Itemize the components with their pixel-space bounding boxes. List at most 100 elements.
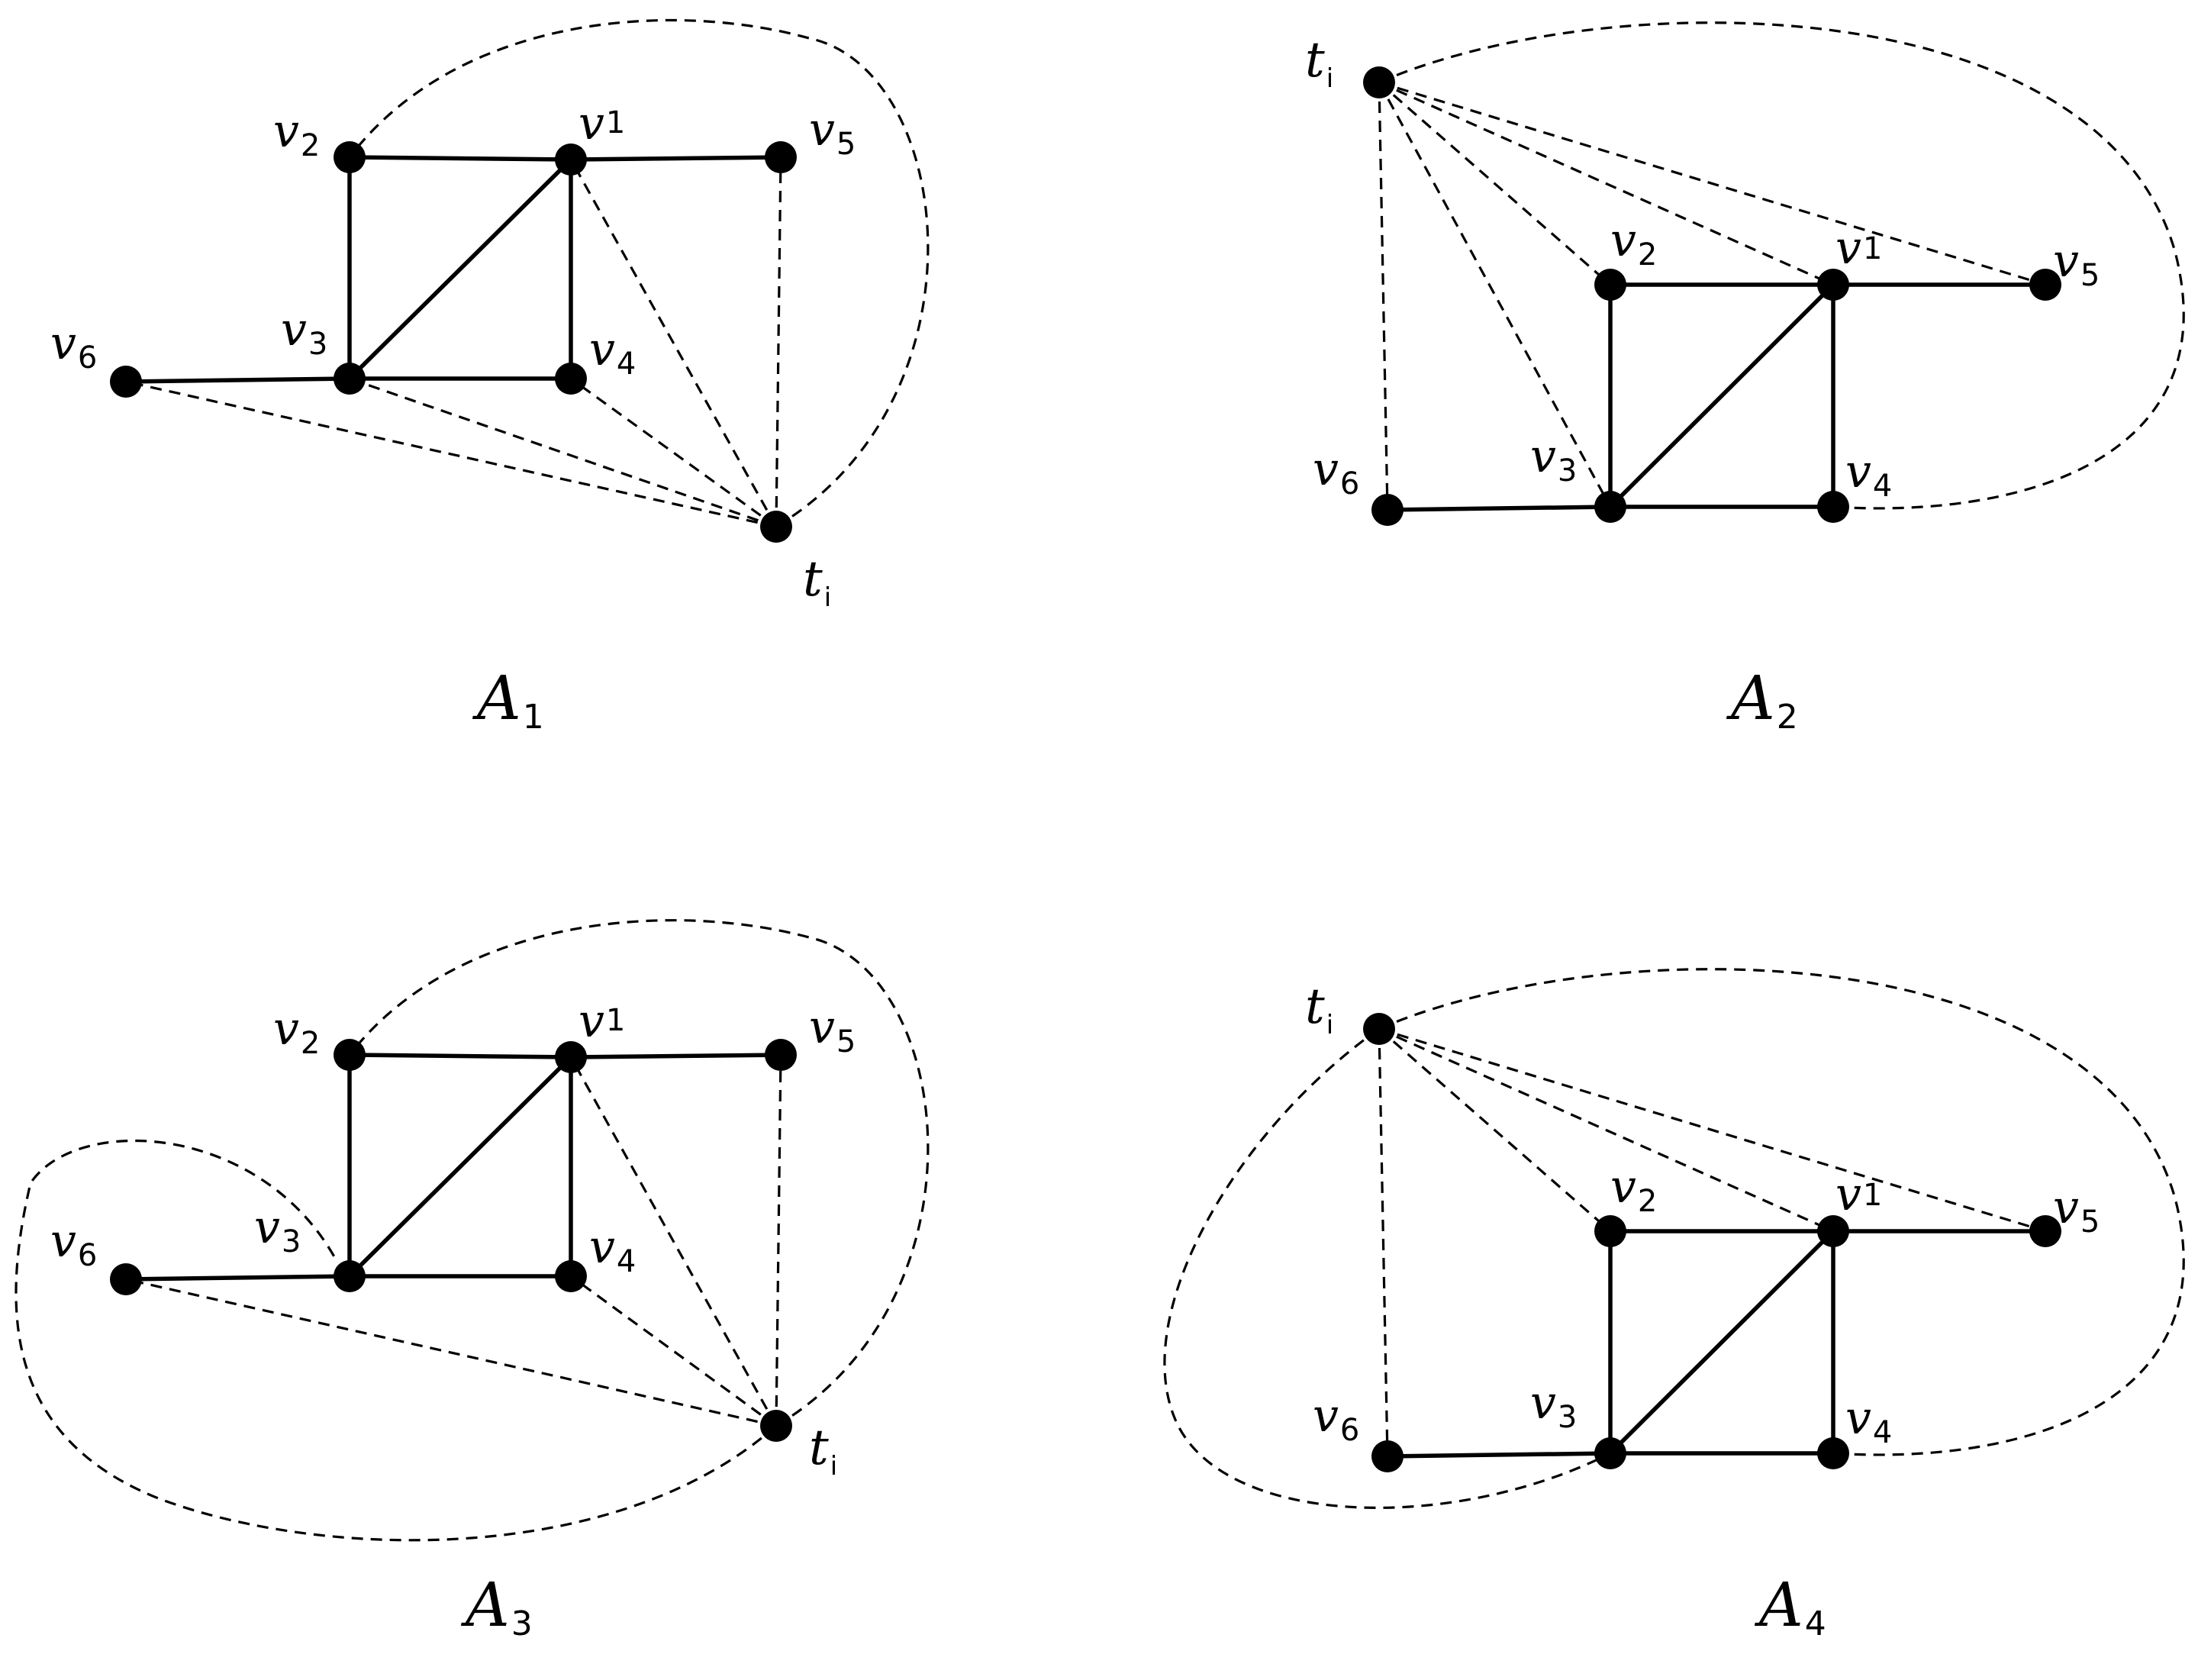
label-t: ti (803, 551, 831, 613)
panel-a1-solid-edges (124, 155, 783, 384)
label-v5: v5 (2053, 1181, 2100, 1240)
panel-a2-nodes (1363, 66, 2061, 526)
edge-t-v1 (1378, 1027, 1834, 1233)
node-v2 (1594, 1215, 1626, 1247)
node-v3 (1594, 1437, 1626, 1469)
edge-v3-v1 (347, 1055, 573, 1279)
panel-a4-nodes (1363, 1013, 2061, 1472)
edge-v6-v3 (1385, 505, 1613, 512)
node-t (1363, 66, 1395, 98)
caption-a3: A3 (460, 1569, 533, 1643)
label-v6: v6 (1313, 1389, 1359, 1448)
edge-t-v4-curve (1378, 968, 2185, 1456)
node-v3 (1594, 491, 1626, 523)
edge-v3-v1 (1608, 282, 1835, 509)
edge-v6-v3 (1385, 1451, 1613, 1459)
panel-a2-solid-edges (1385, 282, 2048, 512)
panel-a2-labels: v1 v2 v3 v4 v5 v6 ti (1305, 32, 2100, 504)
edge-t-v1 (569, 1056, 778, 1427)
label-v3: v3 (281, 303, 327, 362)
edge-v3-v1 (1608, 1229, 1835, 1456)
edge-t-v4 (570, 1275, 777, 1427)
edge-t-v3 (1378, 82, 1612, 508)
edge-t-v6 (125, 1278, 777, 1427)
edge-t-v2 (1378, 1027, 1612, 1233)
edge-v1-v5 (569, 1053, 783, 1059)
panel-a3-labels: v1 v2 v3 v4 v5 v6 ti (50, 995, 856, 1482)
edge-v6-v3 (124, 376, 352, 384)
caption-a1: A1 (472, 663, 544, 737)
label-t: ti (1305, 32, 1333, 94)
panel-a1-labels: v1 v2 v3 v4 v5 v6 ti (50, 97, 856, 613)
caption-a4: A4 (1754, 1569, 1826, 1643)
label-v6: v6 (1313, 443, 1359, 501)
label-v3: v3 (254, 1201, 301, 1259)
panel-a3-solid-edges (124, 1053, 783, 1282)
node-v1 (555, 1041, 587, 1073)
node-v5 (2029, 1215, 2061, 1247)
label-v2: v2 (273, 105, 320, 163)
edge-t-v2-curve (348, 919, 930, 1427)
node-t (760, 1410, 792, 1442)
label-v1: v1 (1835, 221, 1882, 275)
edge-v2-v1 (347, 155, 573, 162)
node-t (760, 511, 792, 543)
panel-a2-dashed-edges (1378, 21, 2185, 511)
edge-t-v6 (1378, 1028, 1389, 1457)
edge-t-v5 (1378, 1027, 2046, 1233)
panel-a2: v1 v2 v3 v4 v5 v6 ti A2 (1305, 21, 2185, 737)
caption-a2: A2 (1726, 663, 1798, 737)
label-v4: v4 (589, 1220, 636, 1279)
label-v4: v4 (589, 323, 636, 382)
node-v4 (555, 1260, 587, 1292)
edge-t-v6 (1378, 82, 1389, 511)
label-v2: v2 (1610, 1160, 1657, 1219)
panel-a3-dashed-edges (15, 919, 930, 1542)
node-v3 (334, 1260, 366, 1292)
edge-t-v5 (775, 156, 782, 527)
edge-t-v1 (569, 159, 778, 527)
node-v2 (334, 141, 366, 173)
node-v6 (1371, 494, 1404, 526)
edge-t-v3 (349, 377, 777, 528)
label-v1: v1 (579, 97, 625, 150)
edge-t-v6 (125, 380, 777, 528)
label-v4: v4 (1845, 1391, 1892, 1450)
label-v4: v4 (1845, 445, 1892, 504)
node-v1 (1817, 1215, 1849, 1247)
label-t: ti (1305, 979, 1333, 1040)
edge-t-v1 (1378, 81, 1834, 286)
node-v4 (1817, 1437, 1849, 1469)
node-v5 (2029, 269, 2061, 301)
panel-a4-dashed-edges (1163, 968, 2185, 1509)
label-v6: v6 (50, 317, 97, 376)
node-v3 (334, 363, 366, 395)
edge-t-v4-curve (1378, 21, 2185, 510)
label-v5: v5 (2053, 234, 2100, 293)
edge-t-v5 (775, 1054, 782, 1427)
label-v2: v2 (273, 1002, 320, 1061)
panel-a3: v1 v2 v3 v4 v5 v6 ti A3 (15, 919, 930, 1643)
edge-v6-v3 (124, 1274, 352, 1282)
node-v4 (1817, 491, 1849, 523)
panel-a4-labels: v1 v2 v3 v4 v5 v6 ti (1305, 979, 2100, 1450)
edge-t-v4 (570, 377, 777, 528)
node-v2 (1594, 269, 1626, 301)
node-v2 (334, 1039, 366, 1071)
node-v1 (1817, 269, 1849, 301)
edge-t-v2 (1378, 81, 1612, 286)
label-v5: v5 (809, 1001, 856, 1059)
edge-v3-v1 (347, 157, 573, 381)
node-v5 (765, 1039, 797, 1071)
panel-a1-nodes (110, 141, 797, 543)
label-v1: v1 (579, 995, 625, 1048)
node-v6 (110, 366, 142, 398)
panel-a1: v1 v2 v3 v4 v5 v6 ti A1 (50, 18, 930, 737)
edge-v1-v5 (569, 155, 783, 162)
panel-a3-nodes (110, 1039, 797, 1442)
label-v3: v3 (1530, 430, 1577, 489)
label-v3: v3 (1530, 1376, 1577, 1435)
label-v2: v2 (1610, 214, 1657, 272)
panel-a1-dashed-edges (125, 18, 930, 528)
